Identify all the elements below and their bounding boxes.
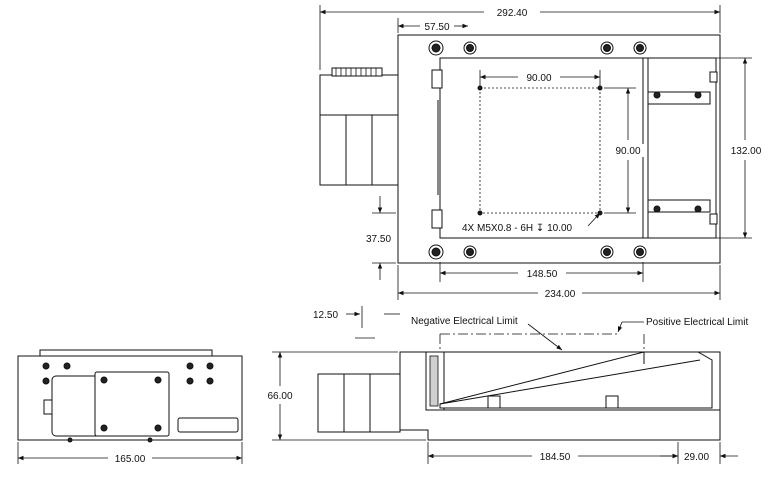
negative-limit-label: Negative Electrical Limit	[411, 316, 518, 327]
dimension-lines: 292.40 57.50 90.00 90.00 132.00 37.50	[17, 5, 766, 465]
dim-motor-offset: 57.50	[424, 22, 449, 33]
dim-hole-spacing-x: 90.00	[526, 73, 551, 84]
dim-carriage-travel: 148.50	[527, 269, 558, 280]
thread-callout: 4X M5X0.8 - 6H ↧ 10.00	[462, 223, 573, 234]
positive-limit-label: Positive Electrical Limit	[646, 317, 748, 328]
dim-base-length: 234.00	[545, 289, 576, 300]
mounting-holes	[428, 40, 647, 260]
dim-base-offset: 37.50	[366, 234, 391, 245]
dim-height: 66.00	[267, 391, 292, 402]
dim-carriage-width: 132.00	[731, 146, 762, 157]
dim-overall-length: 292.40	[497, 8, 528, 19]
end-view	[17, 349, 243, 443]
dim-end-width: 165.00	[115, 454, 146, 465]
top-view	[319, 34, 721, 264]
dim-end-offset: 29.00	[684, 452, 709, 463]
side-view	[317, 351, 721, 441]
dim-limit-offset: 12.50	[313, 310, 338, 321]
dim-limit-span: 184.50	[540, 452, 571, 463]
dim-hole-spacing-y: 90.00	[615, 146, 640, 157]
motor-top	[319, 67, 399, 186]
